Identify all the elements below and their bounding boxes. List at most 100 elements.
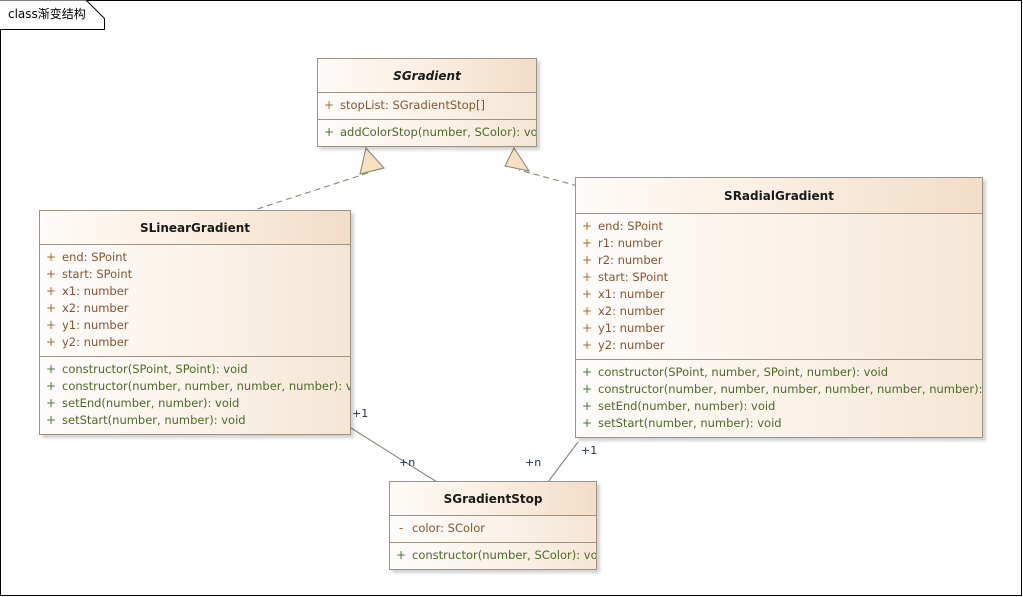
visibility-marker: +	[45, 301, 57, 315]
method-row[interactable]: + setEnd(number, number): void	[40, 395, 350, 412]
attribute-row[interactable]: + end: SPoint	[576, 218, 982, 235]
class-box-slineargradient[interactable]: SLinearGradient + end: SPoint + start: S…	[39, 210, 351, 435]
attribute-label: r2: number	[598, 253, 663, 267]
attribute-row[interactable]: + x2: number	[40, 300, 350, 317]
attribute-row[interactable]: + x2: number	[576, 303, 982, 320]
attribute-row[interactable]: + y1: number	[576, 320, 982, 337]
method-row[interactable]: + constructor(number, number, number, nu…	[576, 381, 982, 398]
class-name-sradialgradient: SRadialGradient	[576, 178, 982, 214]
attribute-label: x2: number	[62, 301, 129, 315]
method-row[interactable]: + setEnd(number, number): void	[576, 398, 982, 415]
attributes-section-slineargradient: + end: SPoint + start: SPoint + x1: numb…	[40, 245, 350, 356]
attribute-label: y2: number	[598, 338, 665, 352]
methods-section-sradialgradient: + constructor(SPoint, number, SPoint, nu…	[576, 359, 982, 437]
method-label: constructor(number, number, number, numb…	[62, 379, 351, 393]
visibility-marker: +	[581, 365, 593, 379]
attribute-label: y1: number	[598, 321, 665, 335]
method-row[interactable]: + constructor(number, SColor): void	[390, 547, 596, 564]
method-row[interactable]: + constructor(SPoint, number, SPoint, nu…	[576, 364, 982, 381]
attribute-label: y2: number	[62, 335, 129, 349]
frame-border-top	[0, 0, 1022, 1]
visibility-marker: +	[45, 284, 57, 298]
attribute-row[interactable]: + stopList: SGradientStop[]	[318, 97, 536, 114]
attribute-row[interactable]: + start: SPoint	[40, 266, 350, 283]
attribute-row[interactable]: + y2: number	[576, 337, 982, 354]
multiplicity-label-linear-one: +1	[352, 407, 369, 420]
attribute-row[interactable]: + start: SPoint	[576, 269, 982, 286]
visibility-marker: +	[45, 413, 57, 427]
attribute-label: end: SPoint	[62, 250, 128, 264]
visibility-marker: +	[581, 219, 593, 233]
visibility-marker: +	[45, 250, 57, 264]
method-row[interactable]: + setStart(number, number): void	[40, 412, 350, 429]
attribute-row[interactable]: - color: SColor	[390, 520, 596, 537]
frame-border-left	[0, 0, 1, 596]
frame-border-bottom	[0, 595, 1022, 596]
method-label: constructor(SPoint, number, SPoint, numb…	[598, 365, 889, 379]
methods-section-sgradientstop: + constructor(number, SColor): void	[390, 542, 596, 569]
visibility-marker: +	[581, 287, 593, 301]
method-label: setEnd(number, number): void	[598, 399, 776, 413]
method-label: constructor(number, number, number, numb…	[598, 382, 983, 396]
attribute-label: stopList: SGradientStop[]	[340, 98, 485, 112]
method-row[interactable]: + constructor(SPoint, SPoint): void	[40, 361, 350, 378]
attribute-label: r1: number	[598, 236, 663, 250]
method-row[interactable]: + addColorStop(number, SColor): void	[318, 124, 536, 141]
visibility-marker: +	[581, 253, 593, 267]
class-name-sgradientstop: SGradientStop	[390, 482, 596, 516]
attributes-section-sgradientstop: - color: SColor	[390, 516, 596, 542]
attribute-row[interactable]: + y1: number	[40, 317, 350, 334]
attribute-row[interactable]: + end: SPoint	[40, 249, 350, 266]
class-name-sgradient: SGradient	[318, 59, 536, 93]
diagram-title-label: class渐变结构	[8, 7, 86, 21]
visibility-marker: +	[45, 267, 57, 281]
visibility-marker: +	[581, 304, 593, 318]
attribute-label: x1: number	[62, 284, 129, 298]
visibility-marker: +	[581, 382, 593, 396]
visibility-marker: +	[581, 399, 593, 413]
multiplicity-label-radial-many: +n	[525, 456, 542, 469]
visibility-marker: +	[581, 338, 593, 352]
method-row[interactable]: + constructor(number, number, number, nu…	[40, 378, 350, 395]
method-label: setEnd(number, number): void	[62, 396, 240, 410]
visibility-marker: +	[581, 236, 593, 250]
attribute-label: end: SPoint	[598, 219, 664, 233]
class-box-sgradientstop[interactable]: SGradientStop - color: SColor + construc…	[389, 481, 597, 570]
attribute-row[interactable]: + x1: number	[576, 286, 982, 303]
attributes-section-sradialgradient: + end: SPoint + r1: number + r2: number …	[576, 214, 982, 359]
visibility-marker: +	[45, 396, 57, 410]
method-label: setStart(number, number): void	[62, 413, 246, 427]
attribute-row[interactable]: + y2: number	[40, 334, 350, 351]
edge-radial-to-stop	[547, 441, 579, 483]
attributes-section-sgradient: + stopList: SGradientStop[]	[318, 93, 536, 119]
class-box-sgradient[interactable]: SGradient + stopList: SGradientStop[] + …	[317, 58, 537, 147]
attribute-label: color: SColor	[412, 521, 485, 535]
visibility-marker: +	[581, 416, 593, 430]
class-name-slineargradient: SLinearGradient	[40, 211, 350, 245]
method-label: constructor(number, SColor): void	[412, 548, 597, 562]
attribute-label: y1: number	[62, 318, 129, 332]
visibility-marker: +	[45, 362, 57, 376]
multiplicity-label-radial-one: +1	[581, 444, 598, 457]
attribute-label: x2: number	[598, 304, 665, 318]
visibility-marker: +	[45, 335, 57, 349]
visibility-marker: -	[398, 521, 404, 535]
multiplicity-label-linear-many: +n	[399, 456, 416, 469]
attribute-row[interactable]: + r2: number	[576, 252, 982, 269]
method-row[interactable]: + setStart(number, number): void	[576, 415, 982, 432]
attribute-label: x1: number	[598, 287, 665, 301]
class-box-sradialgradient[interactable]: SRadialGradient + end: SPoint + r1: numb…	[575, 177, 983, 438]
attribute-row[interactable]: + x1: number	[40, 283, 350, 300]
visibility-marker: +	[581, 321, 593, 335]
attribute-row[interactable]: + r1: number	[576, 235, 982, 252]
methods-section-slineargradient: + constructor(SPoint, SPoint): void + co…	[40, 356, 350, 434]
methods-section-sgradient: + addColorStop(number, SColor): void	[318, 119, 536, 146]
visibility-marker: +	[323, 98, 335, 112]
frame-border-right	[1021, 0, 1022, 596]
method-label: setStart(number, number): void	[598, 416, 782, 430]
attribute-label: start: SPoint	[62, 267, 133, 281]
attribute-label: start: SPoint	[598, 270, 669, 284]
visibility-marker: +	[45, 318, 57, 332]
edge-radial-realizes-gradient	[504, 146, 579, 187]
